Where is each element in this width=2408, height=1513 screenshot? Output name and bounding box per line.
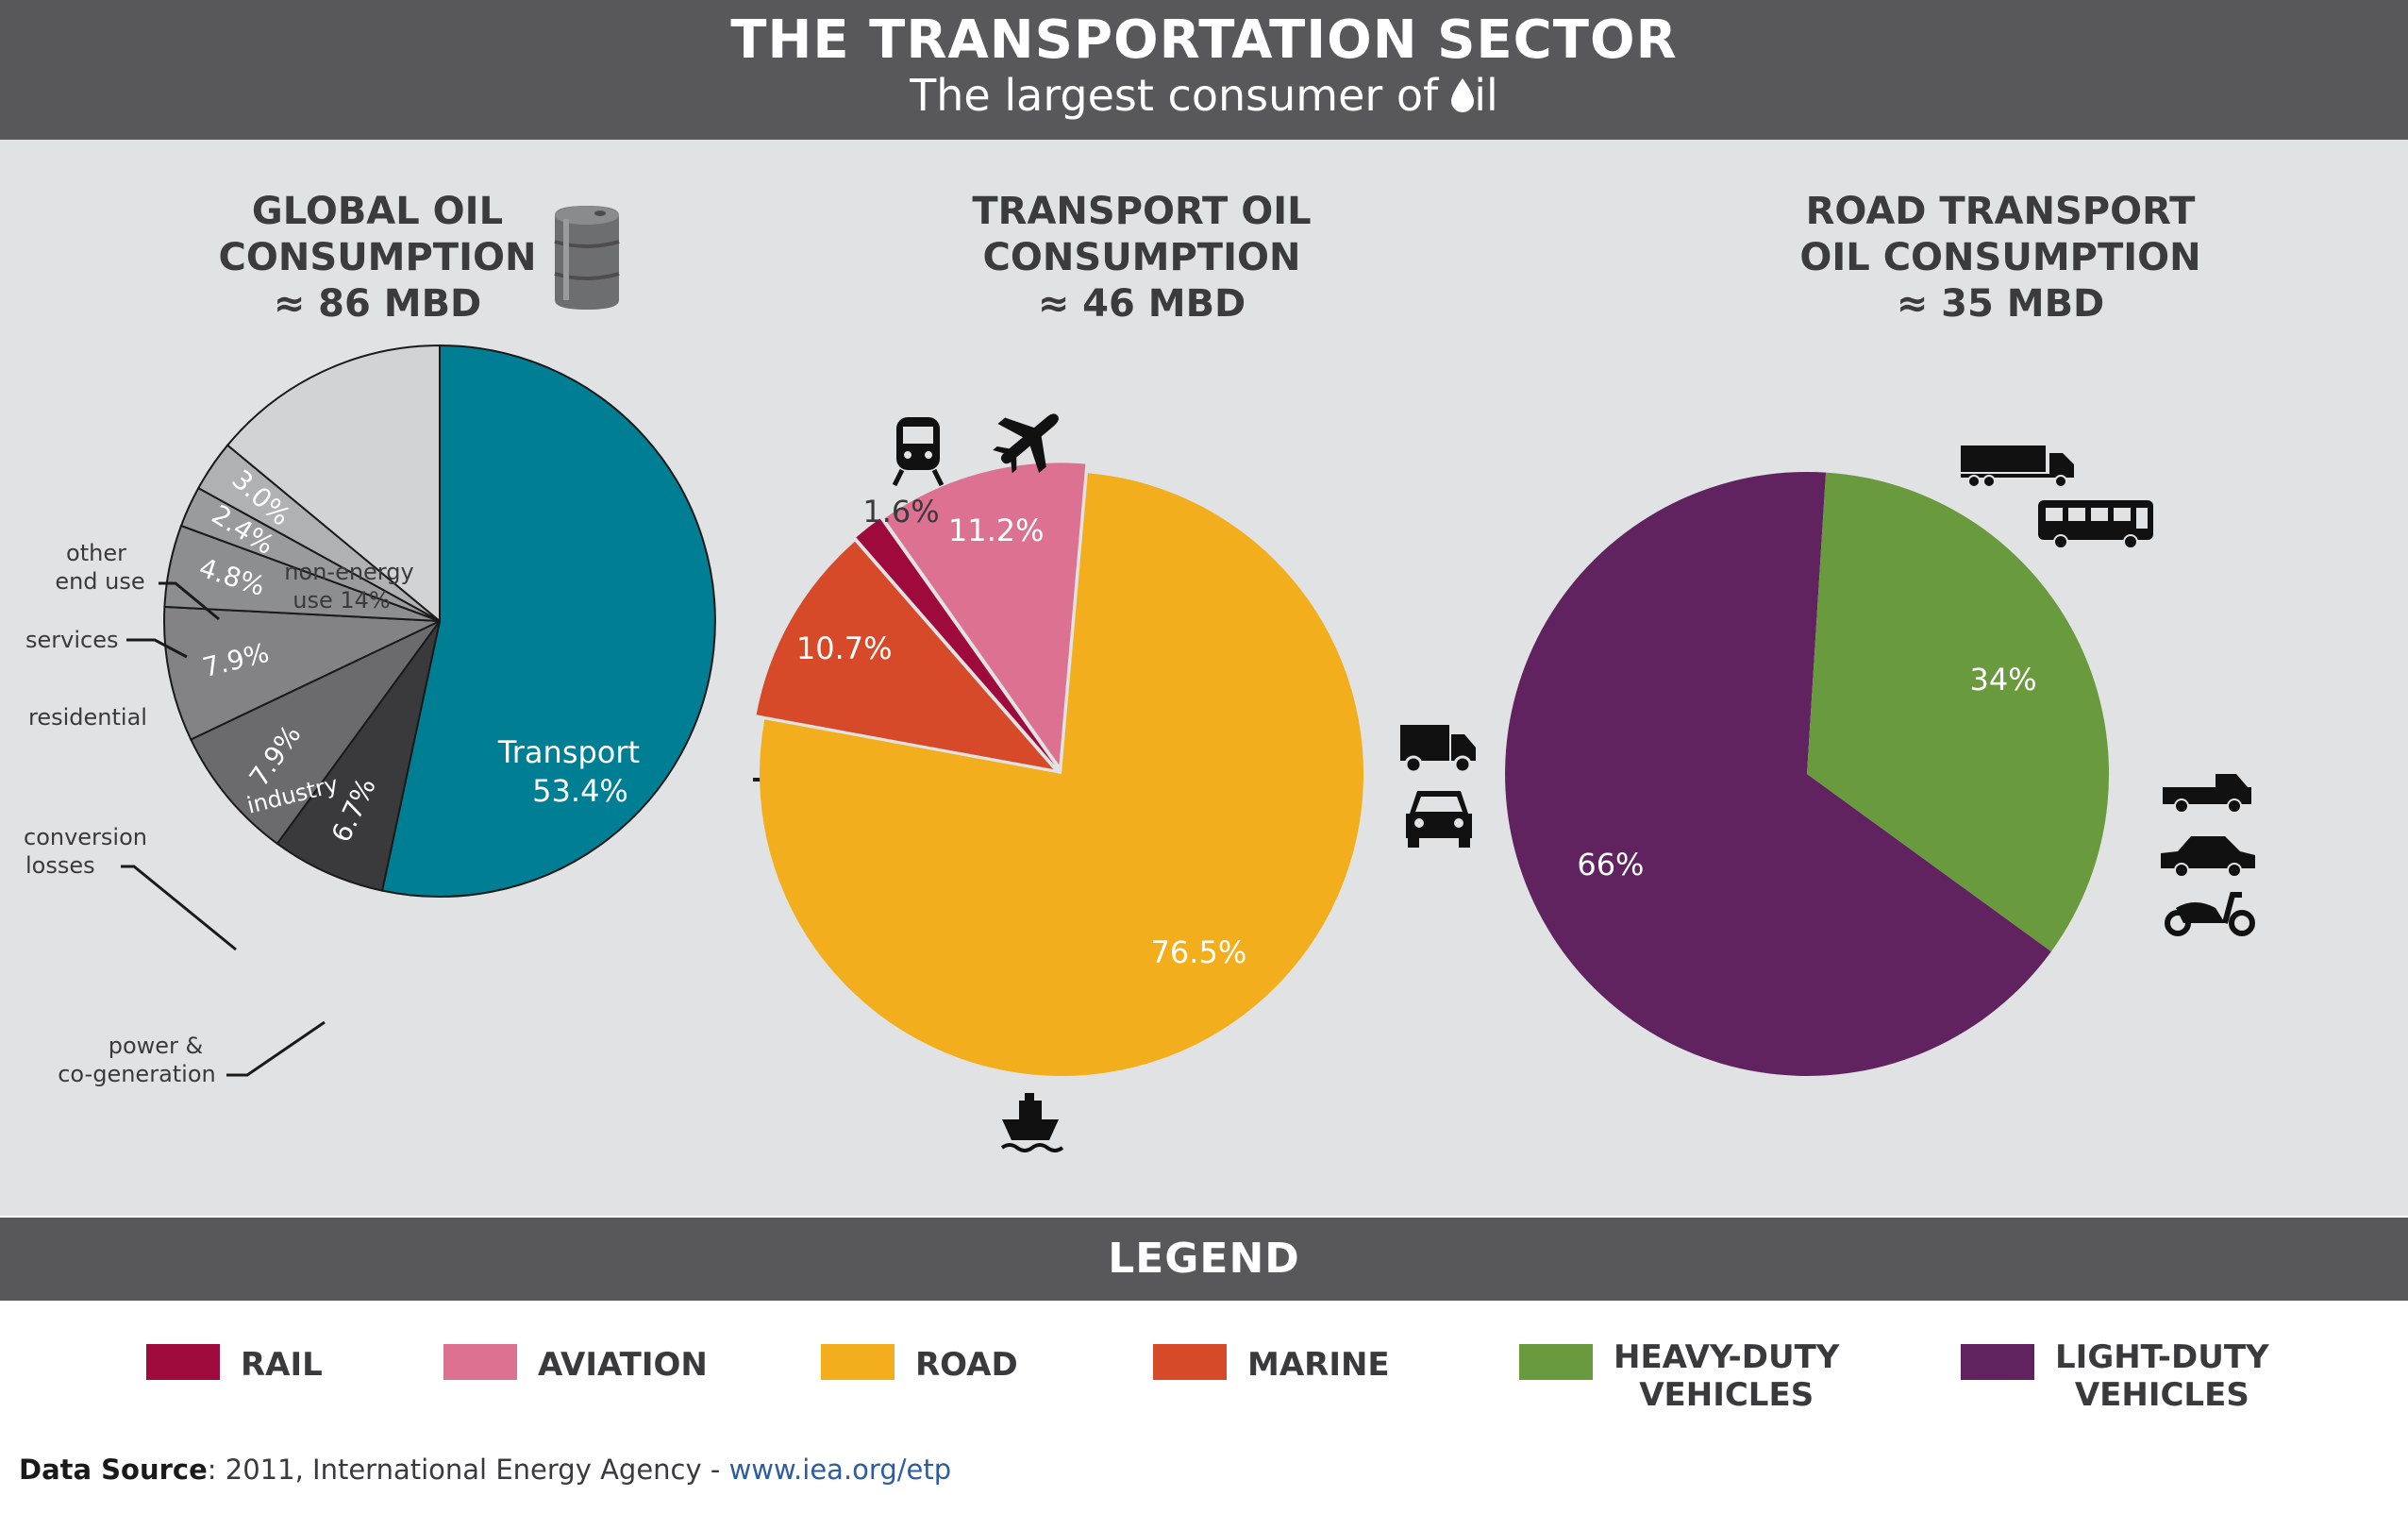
conversion-leader-line: [121, 865, 237, 951]
slice-value-label: 76.5%: [1151, 934, 1247, 970]
global-heading-line3: ≈ 86 MBD: [273, 282, 482, 326]
legend-swatch: [1519, 1344, 1593, 1380]
source-text: : 2011, International Energy Agency -: [207, 1454, 729, 1486]
global-pie-labels: Transport 53.4% non-energy use 14% indus…: [24, 540, 640, 1087]
road-heading-line3: ≈ 35 MBD: [1896, 282, 2105, 326]
pie-slice-non-energy-use: [226, 344, 441, 624]
transport-heading-line1: TRANSPORT OIL: [972, 190, 1312, 233]
legend-label: RAIL: [241, 1346, 323, 1384]
global-heading: GLOBAL OIL CONSUMPTION ≈ 86 MBD: [179, 189, 576, 328]
nonenergy-label: non-energy: [284, 559, 413, 585]
services-leader-line: [126, 638, 188, 659]
pickup-truck-icon: [2163, 774, 2251, 814]
slice-value-label: 66%: [1577, 847, 1644, 883]
data-source: Data Source: 2011, International Energy …: [19, 1454, 951, 1486]
page-title: THE TRANSPORTATION SECTOR: [730, 9, 1678, 71]
legend-label: AVIATION: [538, 1346, 708, 1384]
transport-pie: 76.5% 10.7% 11.2%: [756, 462, 1364, 1076]
legend-swatch: [1961, 1344, 2034, 1380]
legend-swatch: [443, 1344, 517, 1380]
services-label: services: [25, 627, 118, 653]
road-pie: 66% 34%: [1505, 471, 2110, 1076]
legend-title: LEGEND: [0, 1218, 2408, 1301]
header-banner: THE TRANSPORTATION SECTOR The largest co…: [0, 0, 2408, 140]
transport-heading: TRANSPORT OIL CONSUMPTION ≈ 46 MBD: [925, 189, 1359, 328]
rail-outside-label: 1.6%: [862, 494, 939, 530]
global-heading-line1: GLOBAL OIL: [251, 190, 504, 233]
other-label-1: other: [66, 540, 126, 566]
residential-label: residential: [28, 704, 147, 731]
road-heading: ROAD TRANSPORT OIL CONSUMPTION ≈ 35 MBD: [1755, 189, 2246, 328]
car-front-icon: [1406, 791, 1472, 848]
pie-slice-aviation: [884, 462, 1086, 765]
other-label-2: end use: [55, 568, 144, 595]
pie-slice-road: [760, 473, 1364, 1076]
source-label: Data Source: [19, 1454, 208, 1486]
transport-heading-line3: ≈ 46 MBD: [1037, 282, 1246, 326]
power-label-2: co-generation: [58, 1061, 216, 1087]
conversion-label-1: conversion: [24, 824, 147, 850]
legend-swatch: [1153, 1344, 1227, 1380]
slice-value-label: 10.7%: [796, 630, 893, 666]
transport-value: 53.4%: [532, 773, 628, 809]
legend-label: ROAD: [915, 1346, 1018, 1384]
semi-truck-icon: [1961, 445, 2074, 488]
subtitle-text: The largest consumer of: [910, 70, 1439, 121]
legend-label: MARINE: [1247, 1346, 1390, 1384]
pie-slice-conversion-losses: [189, 620, 441, 846]
airplane-icon: [993, 413, 1059, 474]
pie-slice-industry: [163, 605, 441, 741]
global-pie: 6.7%7.9%7.9%4.8%2.4%3.0%: [163, 344, 716, 898]
global-heading-line2: CONSUMPTION: [218, 236, 537, 279]
pie-slice-rail: [856, 518, 1055, 765]
sedan-car-icon: [2161, 836, 2255, 878]
other-leader-line: [159, 581, 220, 621]
slice-value-label: 11.2%: [948, 513, 1045, 548]
train-icon: [892, 417, 945, 487]
transport-label: Transport: [497, 734, 640, 770]
power-leader-line: [226, 1020, 326, 1077]
truck-icon: [1400, 725, 1476, 774]
nonenergy-value: use 14%: [293, 587, 390, 614]
pie-slice-heavy-duty-vehicles: [1807, 472, 2110, 952]
subtitle-suffix: il: [1474, 70, 1498, 121]
pie-slice-marine: [756, 541, 1054, 770]
slice-value-label: 34%: [1970, 662, 2037, 698]
power-label-1: power &: [109, 1033, 204, 1059]
chart-canvas: 6.7%7.9%7.9%4.8%2.4%3.0% Transport 53.4%…: [24, 206, 2255, 1152]
source-link[interactable]: www.iea.org/etp: [728, 1454, 952, 1486]
oil-barrel-icon: [554, 206, 620, 310]
legend-swatch: [146, 1344, 220, 1380]
bus-icon: [2038, 500, 2153, 549]
transport-heading-line2: CONSUMPTION: [982, 236, 1301, 279]
ship-icon: [1000, 1093, 1064, 1152]
legend-swatch: [821, 1344, 895, 1380]
pie-slice-power-co-generation: [276, 620, 441, 892]
conversion-label-2: losses: [25, 852, 95, 879]
page-subtitle: The largest consumer of il: [0, 70, 2408, 121]
pie-slice-light-duty-vehicles: [1505, 471, 2051, 1076]
road-heading-line1: ROAD TRANSPORT: [1805, 190, 2196, 233]
road-heading-line2: OIL CONSUMPTION: [1799, 236, 2201, 279]
pie-slice-transport: [380, 344, 716, 898]
oil-drop-icon: [1451, 78, 1475, 112]
scooter-icon: [2165, 892, 2255, 936]
